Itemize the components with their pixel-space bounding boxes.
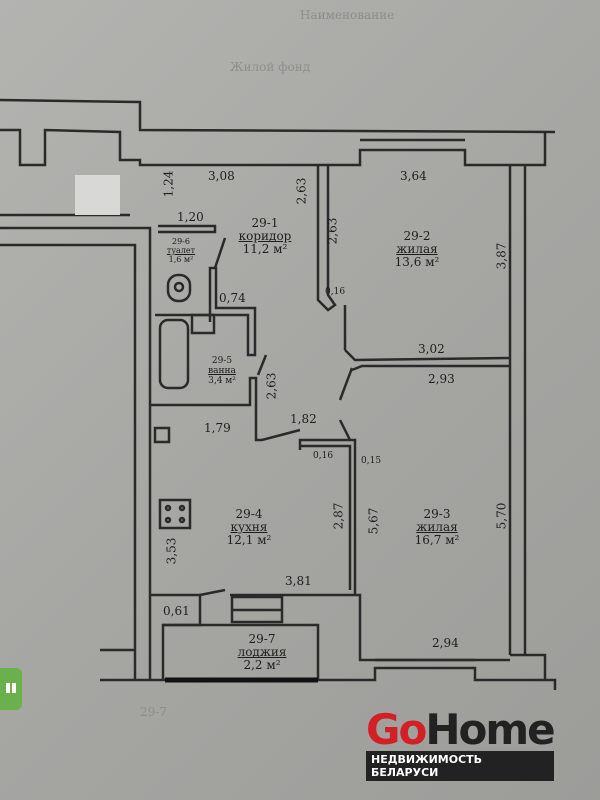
room-area: 16,7 м² <box>414 533 460 548</box>
room-label-living-1: 29-2 жилая 13,6 м² <box>394 229 440 270</box>
room-label-toilet: 29-6 туалет 1,6 м² <box>166 237 196 264</box>
dimension-label: 1,20 <box>177 210 204 224</box>
room-id: 29-3 <box>423 507 451 521</box>
logo-tagline: НЕДВИЖИМОСТЬ БЕЛАРУСИ <box>366 751 554 781</box>
dimension-label: 1,79 <box>204 421 231 435</box>
dimension-label: 2,87 <box>331 502 346 530</box>
dimension-label: 2,93 <box>428 372 455 386</box>
dimension-label: 0,15 <box>361 456 382 466</box>
dimension-label: 2,63 <box>294 177 309 205</box>
background-text: Наименование <box>300 8 395 22</box>
room-area: 11,2 м² <box>242 242 288 257</box>
background-text: Жилой фонд <box>230 60 311 74</box>
room-id: 29-7 <box>248 632 276 646</box>
logo-home: Home <box>425 705 555 754</box>
room-name: жилая <box>396 242 438 257</box>
room-label-kitchen: 29-4 кухня 12,1 м² <box>226 507 272 548</box>
room-label-corridor: 29-1 коридор 11,2 м² <box>238 216 292 257</box>
logo-go: Go <box>366 705 427 754</box>
room-id: 29-2 <box>403 229 431 243</box>
dimension-label: 1,82 <box>290 412 317 426</box>
room-id: 29-1 <box>251 216 279 230</box>
dimension-label: 0,16 <box>325 287 346 297</box>
room-area: 1,6 м² <box>168 254 194 264</box>
room-label-living-2: 29-3 жилая 16,7 м² <box>414 507 460 548</box>
background-text: 29-7 <box>140 705 167 719</box>
room-area: 2,2 м² <box>243 658 281 673</box>
room-name: кухня <box>230 520 268 535</box>
room-name: ванна <box>208 365 236 376</box>
room-name: туалет <box>166 245 196 255</box>
dimension-label: 2,63 <box>325 217 340 245</box>
grid-icon <box>6 683 16 693</box>
room-area: 13,6 м² <box>394 255 440 270</box>
dimension-label: 3,08 <box>208 169 235 183</box>
room-id: 29-6 <box>172 237 190 246</box>
dimension-label: 5,70 <box>494 502 509 530</box>
room-label-bathroom: 29-5 ванна 3,4 м² <box>208 356 236 387</box>
dimension-label: 2,63 <box>264 372 279 400</box>
dimension-label: 3,64 <box>400 169 427 183</box>
room-area: 3,4 м² <box>208 375 236 386</box>
dimension-label: 2,94 <box>432 636 459 650</box>
dimension-label: 3,53 <box>164 537 179 565</box>
dimension-label: 1,24 <box>161 170 176 198</box>
dimension-label: 0,61 <box>163 604 190 618</box>
dimension-label: 3,81 <box>285 574 312 588</box>
side-widget-tab[interactable] <box>0 668 22 710</box>
room-area: 12,1 м² <box>226 533 272 548</box>
room-name: коридор <box>238 229 292 244</box>
room-name: жилая <box>416 520 458 535</box>
dimension-label: 5,67 <box>366 507 381 535</box>
room-label-loggia: 29-7 лоджия 2,2 м² <box>237 632 287 673</box>
dimension-label: 0,74 <box>219 291 246 305</box>
dimension-label: 3,87 <box>494 242 509 270</box>
gohome-logo: GoHome НЕДВИЖИМОСТЬ БЕЛАРУСИ <box>366 705 556 781</box>
dimension-label: 3,02 <box>418 342 445 356</box>
room-id: 29-4 <box>235 507 263 521</box>
dimension-label: 0,16 <box>313 451 334 461</box>
room-name: лоджия <box>237 645 287 660</box>
room-id: 29-5 <box>211 356 233 366</box>
